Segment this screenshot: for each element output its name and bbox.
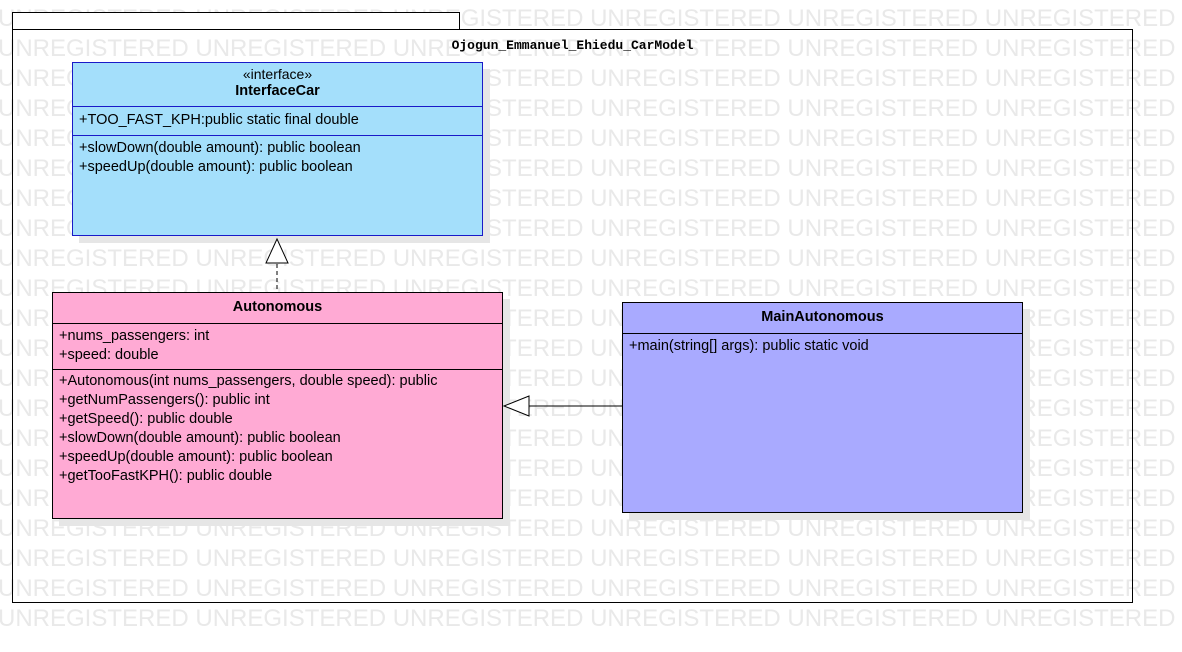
operation-item: +getSpeed(): public double [59,411,233,427]
operation-item: +speedUp(double amount): public boolean [79,159,353,175]
class-name: InterfaceCar [235,83,320,99]
operation-item: +speedUp(double amount): public boolean [59,449,333,465]
class-header: «interface» InterfaceCar [73,63,482,107]
operations-compartment: +main(string[] args): public static void [623,334,1022,358]
attribute-item: +nums_passengers: int [59,328,210,344]
package-tab [12,12,460,30]
stereotype-label: «interface» [242,66,313,82]
class-autonomous[interactable]: Autonomous +nums_passengers: int +speed:… [52,292,503,519]
hollow-triangle-arrowhead [265,237,289,264]
operation-item: +slowDown(double amount): public boolean [59,430,341,446]
realization-connector[interactable] [265,237,289,292]
operation-item: +Autonomous(int nums_passengers, double … [59,373,438,389]
operation-item: +getTooFastKPH(): public double [59,468,273,484]
class-main-autonomous[interactable]: MainAutonomous +main(string[] args): pub… [622,302,1023,513]
class-name: MainAutonomous [761,309,884,325]
attribute-item: +speed: double [59,347,159,363]
class-name: Autonomous [232,299,323,315]
attribute-item: +TOO_FAST_KPH:public static final double [79,112,359,128]
hollow-triangle-arrowhead [502,395,530,417]
operation-item: +slowDown(double amount): public boolean [79,140,361,156]
operations-compartment: +slowDown(double amount): public boolean… [73,136,482,179]
operations-compartment: +Autonomous(int nums_passengers, double … [53,370,502,488]
class-header: MainAutonomous [623,303,1022,334]
class-header: Autonomous [53,293,502,324]
class-interface-car[interactable]: «interface» InterfaceCar +TOO_FAST_KPH:p… [72,62,483,236]
package-title: Ojogun_Emmanuel_Ehiedu_CarModel [451,38,694,53]
attributes-compartment: +TOO_FAST_KPH:public static final double [73,107,482,136]
generalization-connector[interactable] [502,395,622,417]
attributes-compartment: +nums_passengers: int +speed: double [53,324,502,370]
operation-item: +main(string[] args): public static void [629,338,869,354]
package-frame[interactable] [12,29,1133,603]
operation-item: +getNumPassengers(): public int [59,392,270,408]
